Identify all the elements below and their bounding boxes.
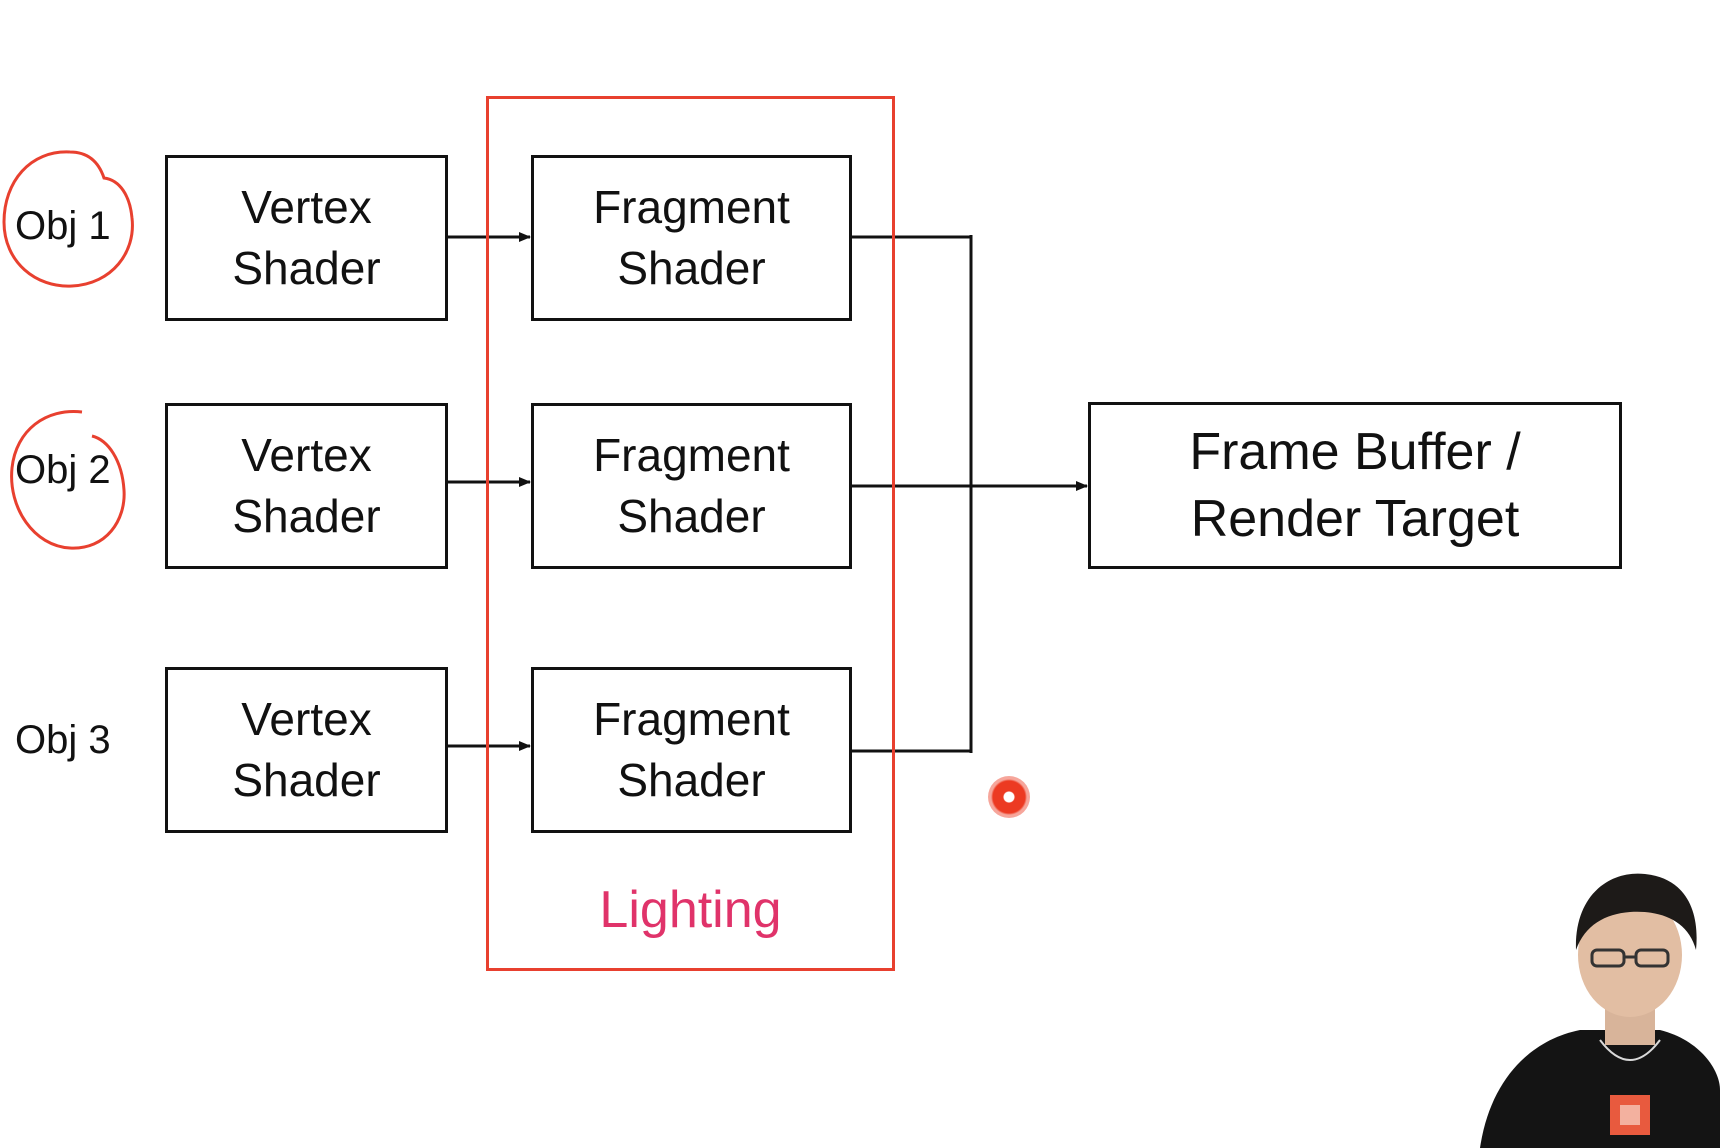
obj-label-1: Obj 1 bbox=[15, 204, 111, 248]
obj-label-2: Obj 2 bbox=[15, 448, 111, 492]
fragment-shader-box-3: Fragment Shader bbox=[531, 667, 852, 833]
fragment-shader-2-line1: Fragment bbox=[593, 429, 790, 481]
fragment-shader-box-1: Fragment Shader bbox=[531, 155, 852, 321]
cursor-dot-icon bbox=[988, 776, 1030, 818]
fragment-shader-1-line2: Shader bbox=[617, 242, 766, 294]
vertex-shader-3-line2: Shader bbox=[232, 754, 381, 806]
framebuffer-box: Frame Buffer / Render Target bbox=[1088, 402, 1622, 569]
framebuffer-line2: Render Target bbox=[1190, 489, 1520, 548]
fragment-shader-box-2: Fragment Shader bbox=[531, 403, 852, 569]
vertex-shader-1-line2: Shader bbox=[232, 242, 381, 294]
fragment-shader-3-line1: Fragment bbox=[593, 693, 790, 745]
fragment-shader-3-line2: Shader bbox=[617, 754, 766, 806]
annotation-circle-obj2 bbox=[10, 410, 126, 550]
vertex-shader-box-1: Vertex Shader bbox=[165, 155, 448, 321]
presenter-webcam bbox=[1470, 840, 1720, 1148]
vertex-shader-3-line1: Vertex bbox=[241, 693, 372, 745]
fragment-shader-2-line2: Shader bbox=[617, 490, 766, 542]
annotation-circle-obj1 bbox=[2, 150, 134, 288]
vertex-shader-2-line2: Shader bbox=[232, 490, 381, 542]
obj-label-3: Obj 3 bbox=[15, 718, 111, 762]
vertex-shader-box-3: Vertex Shader bbox=[165, 667, 448, 833]
presenter-image bbox=[1470, 840, 1720, 1148]
framebuffer-line1: Frame Buffer / bbox=[1189, 422, 1521, 481]
vertex-shader-1-line1: Vertex bbox=[241, 181, 372, 233]
lighting-label: Lighting bbox=[599, 881, 782, 939]
lighting-group-frame bbox=[486, 96, 895, 971]
vertex-shader-box-2: Vertex Shader bbox=[165, 403, 448, 569]
fragment-shader-1-line1: Fragment bbox=[593, 181, 790, 233]
vertex-shader-2-line1: Vertex bbox=[241, 429, 372, 481]
